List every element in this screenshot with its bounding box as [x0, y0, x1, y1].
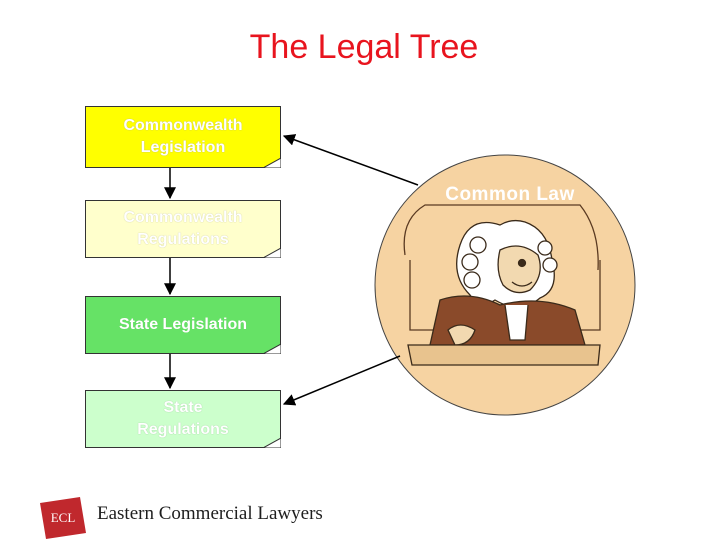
commonwealth-regulations-label: Commonwealth Regulations [123, 209, 243, 248]
page-fold-icon [263, 438, 281, 448]
commonwealth-legislation-box: Commonwealth Legislation [85, 106, 281, 168]
ecl-logo-text: ECL [40, 497, 86, 539]
commonwealth-regulations-box: Commonwealth Regulations [85, 200, 281, 258]
slide-title: The Legal Tree [249, 28, 479, 66]
judge-icon [403, 204, 601, 366]
ecl-logo [40, 497, 86, 539]
state-regulations-label: State Regulations [137, 399, 229, 438]
page-fold-icon [263, 344, 281, 354]
state-legislation-box: State Legislation [85, 296, 281, 354]
arrow-to-state-regulations [282, 355, 401, 406]
state-legislation-label: State Legislation [118, 316, 248, 333]
arrow-to-commonwealth-legislation [282, 134, 419, 186]
firm-name: Eastern Commercial Lawyers [97, 503, 323, 524]
logo-text: ECL [50, 510, 76, 525]
page-fold-icon [263, 248, 281, 258]
page-fold-icon [263, 158, 281, 168]
commonwealth-legislation-label: Commonwealth Legislation [123, 117, 243, 156]
common-law-label: Common Law [445, 184, 575, 205]
state-regulations-box: State Regulations [85, 390, 281, 448]
